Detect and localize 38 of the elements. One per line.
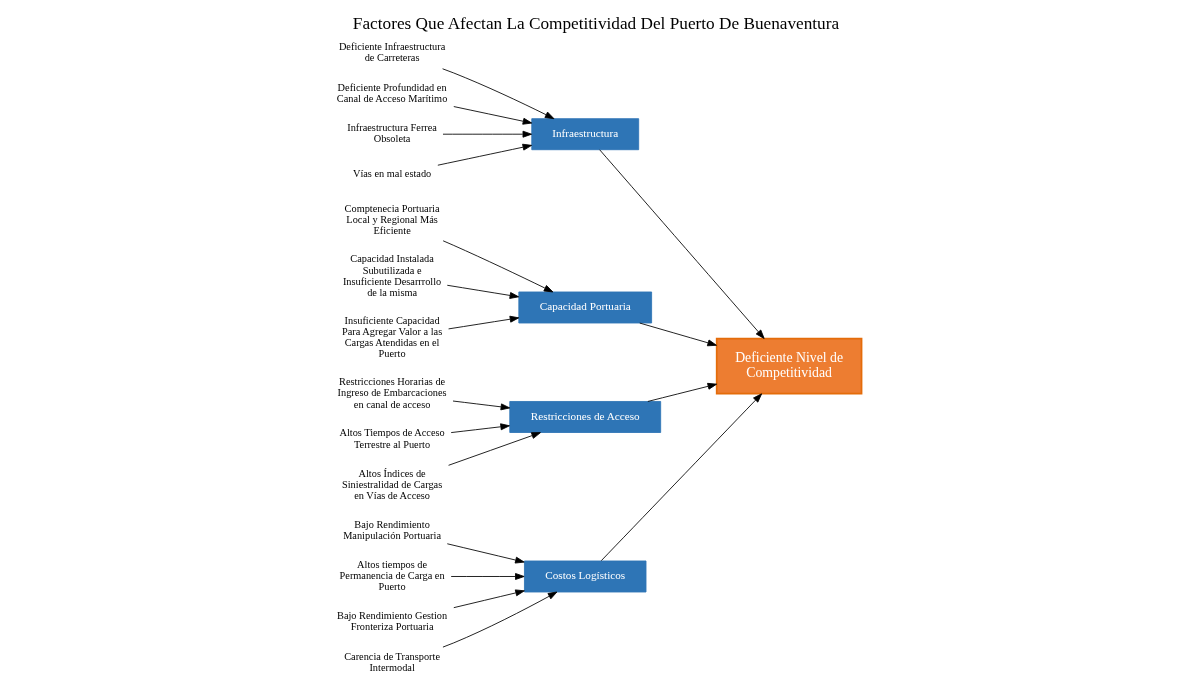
node-text: Restricciones Horarias de Ingreso de Embarcaciones en canal de acceso [337, 376, 447, 410]
node-text: Insuficiente Capacidad Para Agregar Valor a las Cargas Atendidas en el Puerto [341, 314, 442, 360]
node-text: Vías en mal estado [352, 168, 431, 180]
arrow [442, 591, 557, 648]
node-text: Bajo Rendimiento Manipulación Portuaria [342, 518, 441, 542]
node-text: Deficiente Profundidad en Canal de Acceso Marítimo [336, 81, 447, 104]
node-text: Altos tiempos de Permanencia de Carga en Puerto [339, 558, 445, 593]
arrow [442, 240, 553, 293]
arrow [441, 68, 554, 120]
node-box: Infraestructura [530, 118, 639, 151]
node-box: Costos Logísticos [523, 560, 646, 593]
arrow [447, 432, 541, 466]
node-text: Infraestructura Ferrea Obsoleta [346, 122, 437, 145]
node-box: Capacidad Portuaria [517, 291, 652, 324]
arrow [600, 393, 762, 562]
arrow [452, 589, 525, 609]
node-text: Comptenecia Portuaria Local y Regional Más Eficiente [344, 202, 440, 237]
node-text: Capacidad Instalada Subutilizada e Insuficiente Desarrrollo de la misma [342, 253, 441, 298]
node-text: Bajo Rendimiento Gestion Fronteriza Portuaria [336, 610, 447, 633]
arrow [446, 284, 519, 299]
arrow [447, 315, 519, 330]
arrow [598, 149, 765, 339]
arrow [450, 423, 510, 433]
node-text: Deficiente Infraestructura de Carreteras [338, 41, 445, 64]
node-text: Altos Índices de Siniestralidad de Cargas en Vías de Acceso [341, 467, 442, 501]
node-text: Altos Tiempos de Acceso Terrestre al Puerto [338, 427, 445, 450]
node-text: Carencia de Transporte Intermodal [343, 650, 440, 673]
arrow [436, 143, 532, 166]
node-box: Restricciones de Acceso [508, 401, 661, 433]
arrow [638, 322, 717, 347]
arrow [452, 106, 532, 125]
arrow [446, 543, 525, 564]
arrow [442, 130, 532, 138]
node-box: Deficiente Nivel de Competitividad [715, 337, 862, 395]
arrow [646, 382, 717, 402]
arrow [450, 573, 525, 580]
arrow [452, 400, 510, 411]
diagram-title: Factores Que Afectan La Competitividad Del Puerto De Buenaventura [352, 14, 839, 34]
